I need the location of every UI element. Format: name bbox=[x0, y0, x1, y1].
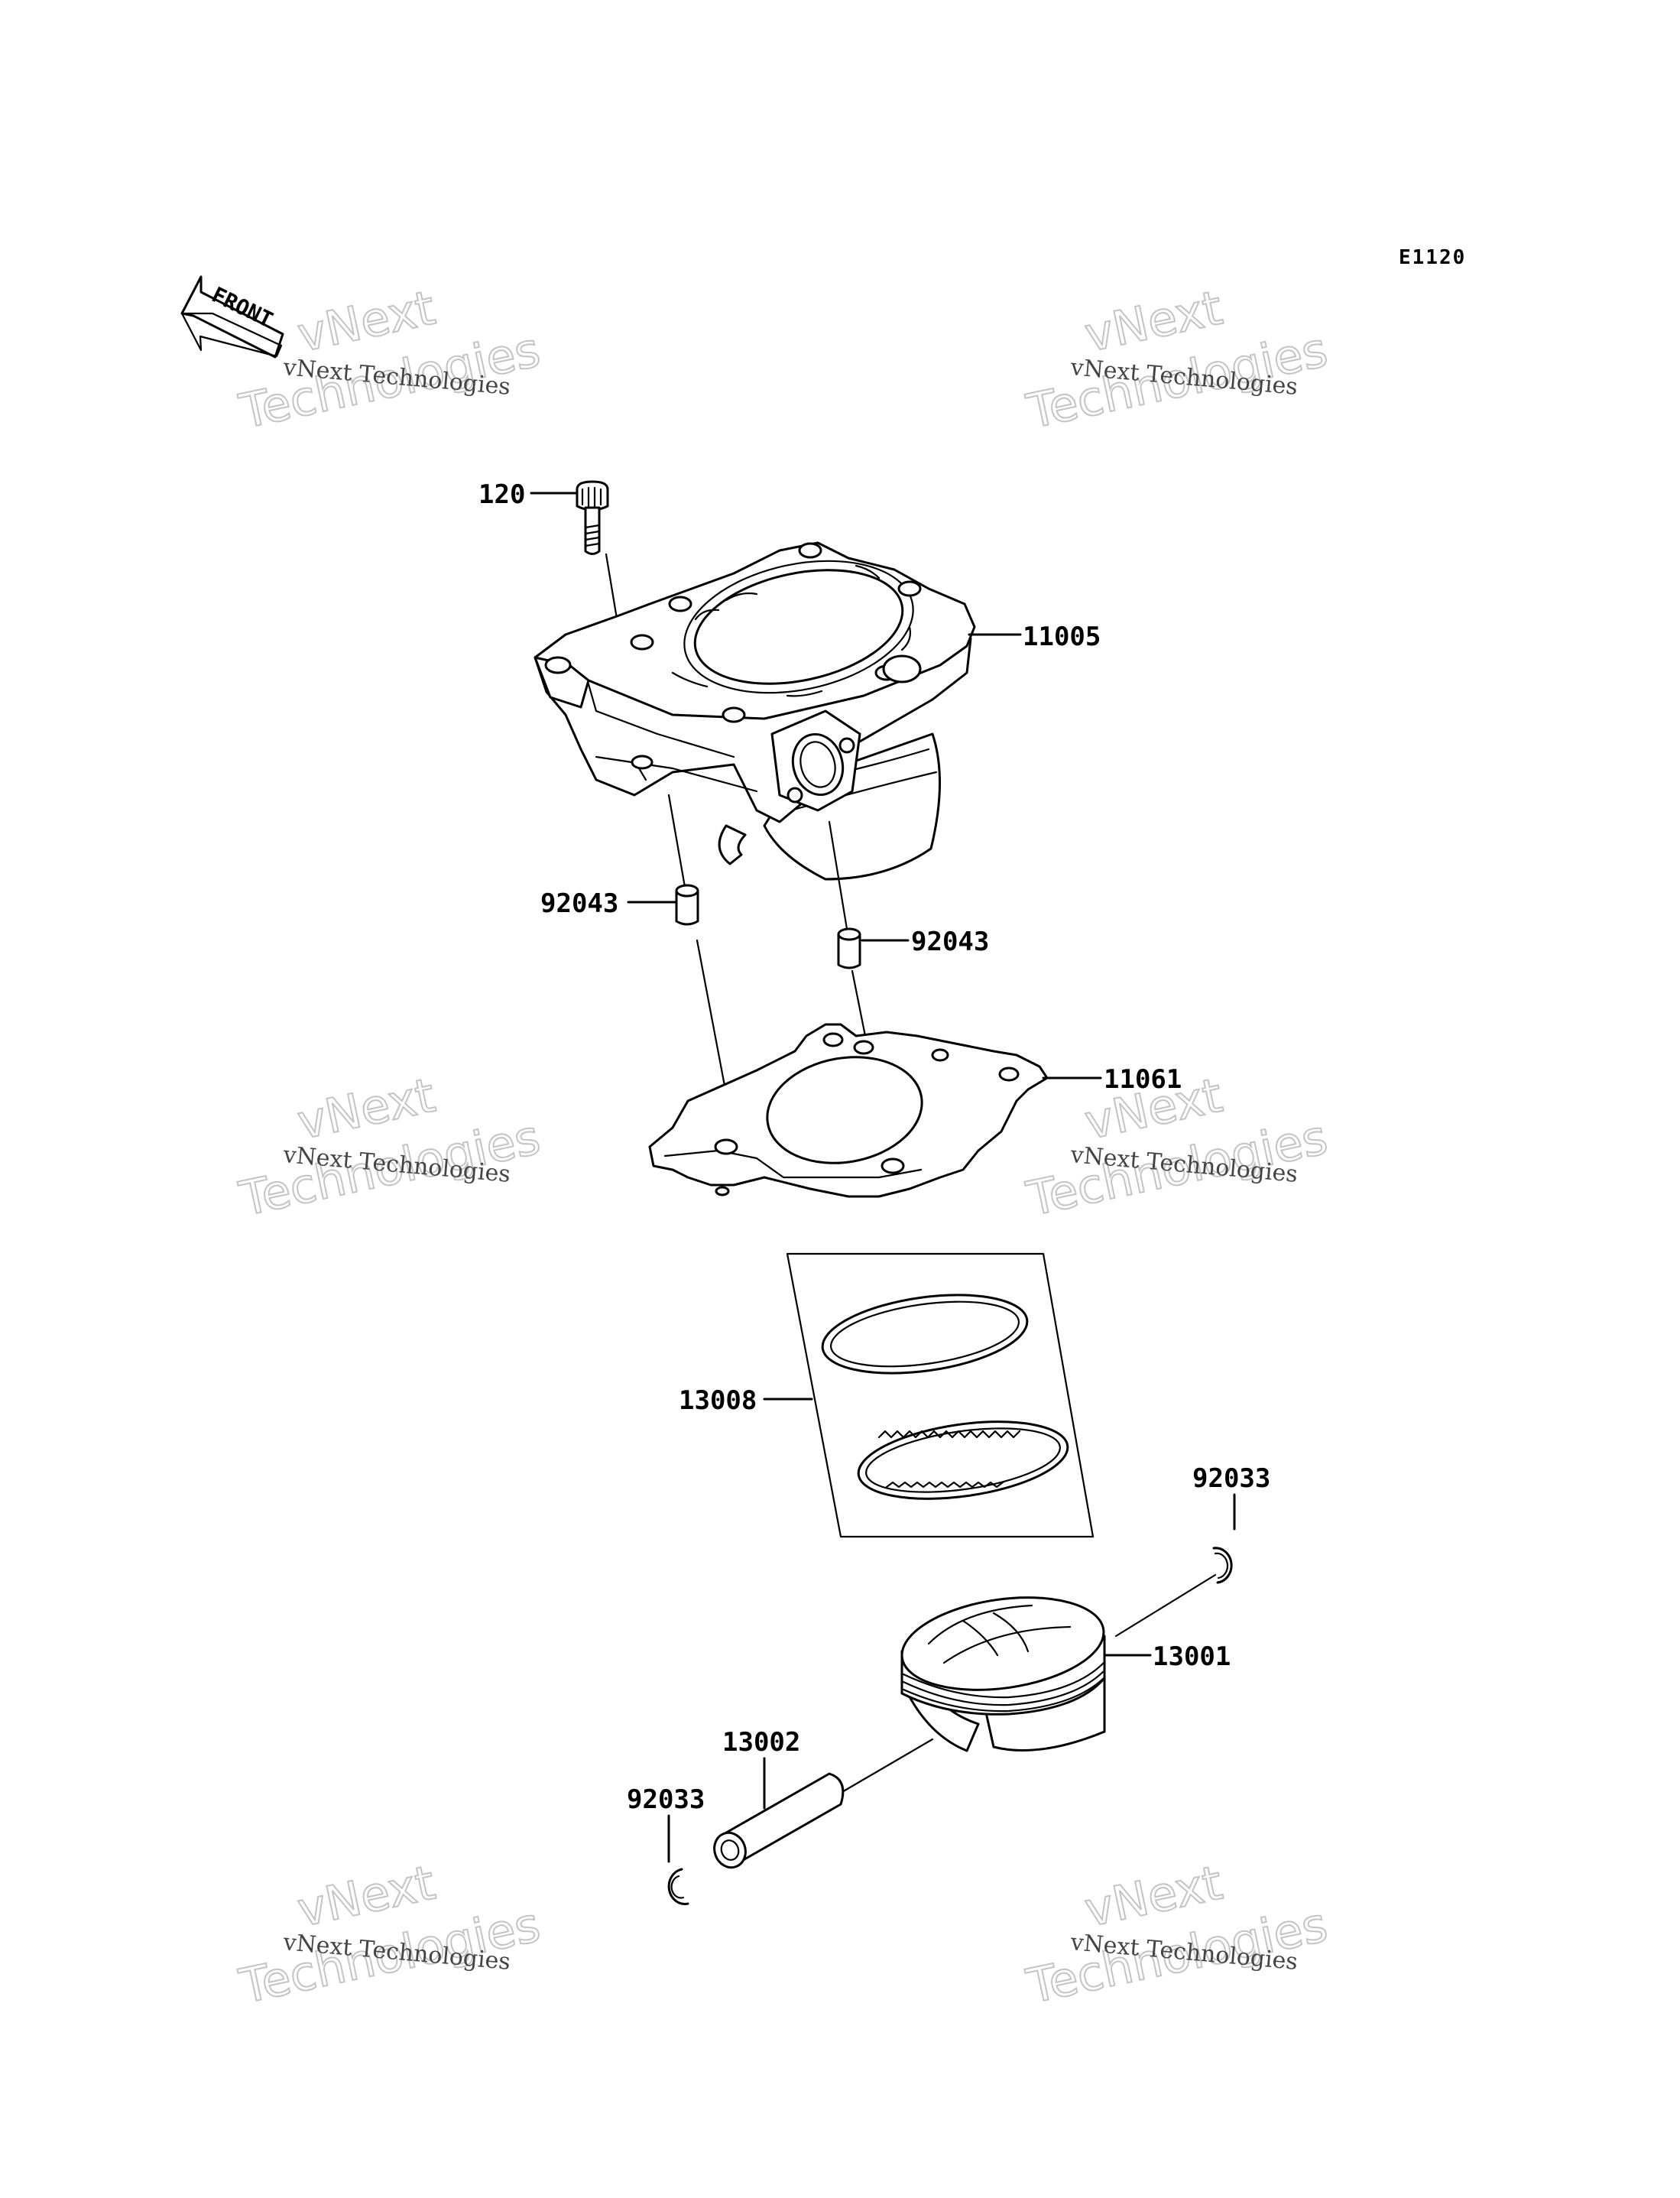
snap-ring-92033-upper bbox=[1212, 1547, 1233, 1584]
callout-13001: 13001 bbox=[1153, 1641, 1231, 1672]
callout-120: 120 bbox=[478, 479, 525, 510]
piston-13001 bbox=[900, 1596, 1106, 1752]
piston-pin-axis bbox=[839, 1738, 934, 1794]
callout-13008: 13008 bbox=[679, 1385, 757, 1416]
dowel-pin-92043-left bbox=[675, 884, 699, 926]
piston-ring-set-13008 bbox=[786, 1252, 1095, 1538]
callout-92043-right: 92043 bbox=[911, 927, 989, 957]
snap-ring-upper-axis bbox=[1114, 1573, 1217, 1638]
watermark-bottom-left: vNext Technologies vNext Technologies bbox=[234, 1854, 546, 2015]
callout-13002: 13002 bbox=[722, 1727, 800, 1758]
diagram-code: E1120 bbox=[1399, 246, 1466, 269]
cylinder-11005 bbox=[534, 541, 976, 881]
dowel-right-axis-upper bbox=[828, 820, 848, 930]
dowel-pin-92043-right bbox=[837, 927, 861, 969]
callout-92043-left: 92043 bbox=[540, 888, 618, 919]
watermark-top-right: vNext Technologies vNext Technologies bbox=[1021, 279, 1333, 440]
front-arrow-icon: FRONT bbox=[180, 275, 284, 359]
dowel-left-axis-upper bbox=[667, 794, 686, 888]
watermark-bottom-right: vNext Technologies vNext Technologies bbox=[1021, 1854, 1333, 2015]
watermark-top-left: vNext Technologies vNext Technologies bbox=[234, 279, 546, 440]
callout-11061: 11061 bbox=[1104, 1064, 1182, 1095]
piston-pin-13002 bbox=[713, 1772, 845, 1869]
watermark-middle-left: vNext Technologies vNext Technologies bbox=[234, 1067, 546, 1228]
callout-92033-upper: 92033 bbox=[1192, 1463, 1270, 1494]
gasket-11061 bbox=[648, 1023, 1049, 1198]
snap-ring-92033-lower bbox=[667, 1868, 689, 1905]
callout-92033-lower: 92033 bbox=[627, 1784, 705, 1815]
bolt-120 bbox=[576, 480, 609, 555]
dowel-left-axis-lower bbox=[696, 939, 726, 1087]
callout-11005: 11005 bbox=[1023, 622, 1101, 652]
